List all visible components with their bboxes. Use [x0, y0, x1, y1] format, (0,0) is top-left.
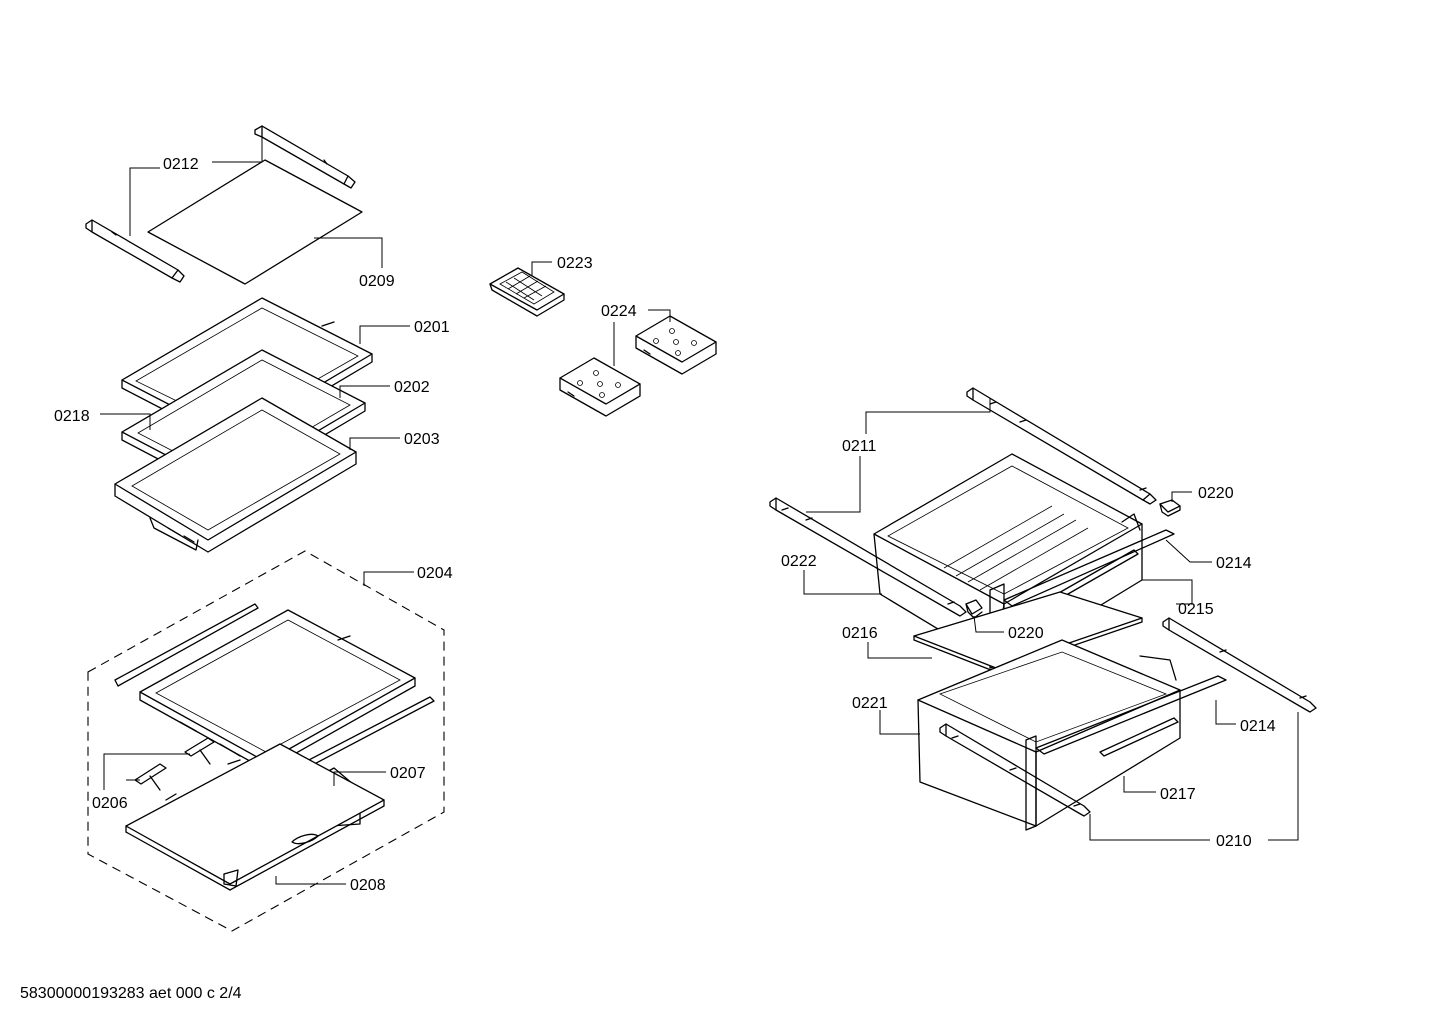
label-0216: 0216: [842, 625, 878, 642]
label-0201: 0201: [414, 319, 450, 336]
rail-0210-right: [1162, 617, 1317, 713]
label-0217: 0217: [1160, 786, 1196, 803]
frame-0203: [114, 397, 357, 553]
label-0215: 0215: [1178, 601, 1214, 618]
document-footer-id: 58300000193283 aet 000 c 2/4: [20, 985, 242, 1002]
label-0209: 0209: [359, 273, 395, 290]
rail-0211-left: [769, 497, 967, 617]
lower-drawer-0217: [917, 639, 1181, 831]
clip-0220-upper: [1159, 499, 1181, 517]
clip-0220-lower: [965, 599, 983, 619]
label-0210: 0210: [1216, 833, 1252, 850]
label-0223: 0223: [557, 255, 593, 272]
handle-strip-0214-lower: [1035, 675, 1227, 755]
label-0204: 0204: [417, 565, 453, 582]
label-0218: 0218: [54, 408, 90, 425]
label-0208: 0208: [350, 877, 386, 894]
label-0224: 0224: [601, 303, 637, 320]
label-0206: 0206: [92, 795, 128, 812]
label-0214-lower: 0214: [1240, 718, 1276, 735]
label-0222: 0222: [781, 553, 817, 570]
part-labels: 0212 0209 0201 0202 0218 0203 0204 0207 …: [54, 156, 1276, 894]
cool-pack-0224-b: [635, 315, 717, 375]
rail-0211-top: [966, 387, 1157, 505]
label-0207: 0207: [390, 765, 426, 782]
label-0212: 0212: [163, 156, 199, 173]
label-0211: 0211: [842, 438, 877, 455]
label-0214-upper: 0214: [1216, 555, 1252, 572]
assembly-0204: [87, 550, 445, 932]
label-0203: 0203: [404, 431, 440, 448]
leader-lines: [100, 130, 1299, 885]
handle-strip-0214-upper: [1003, 529, 1175, 607]
glass-plate-0209: [147, 159, 363, 285]
label-0221: 0221: [852, 695, 888, 712]
rail-0210-left: [939, 723, 1091, 817]
rail-0212-left: [85, 219, 185, 283]
label-0220-upper: 0220: [1198, 485, 1234, 502]
label-0202: 0202: [394, 379, 430, 396]
label-0220-lower: 0220: [1008, 625, 1044, 642]
ice-tray-0223: [489, 267, 565, 317]
cool-pack-0224-a: [559, 357, 641, 417]
rail-0212-right: [254, 125, 356, 189]
